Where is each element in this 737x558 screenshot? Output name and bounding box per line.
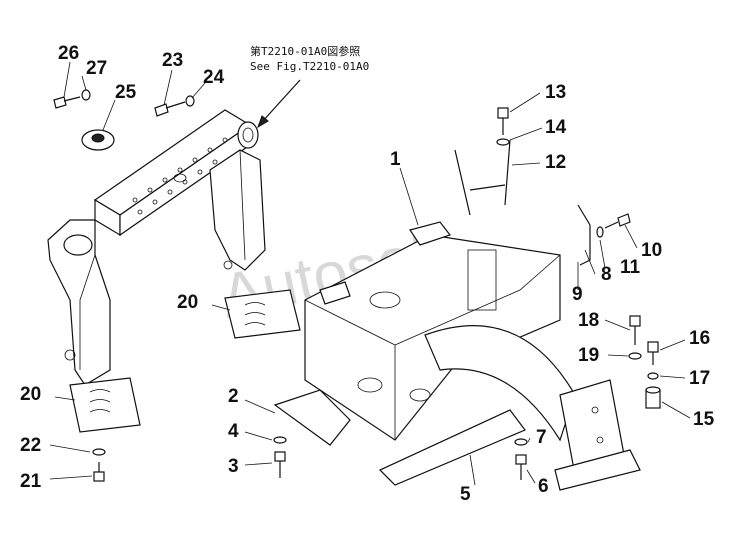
washer-22 <box>92 448 106 456</box>
callout-11: 11 <box>620 257 641 278</box>
beam-hole-pattern <box>132 137 228 215</box>
bolt-18 <box>629 315 641 345</box>
callout-25: 25 <box>115 82 137 103</box>
bolt-26 <box>53 96 81 109</box>
bolt-16 <box>647 341 659 365</box>
washer-7 <box>514 438 528 446</box>
washer-17 <box>647 372 659 380</box>
callout-16: 16 <box>689 328 710 349</box>
callout-26: 26 <box>58 43 79 64</box>
callout-27: 27 <box>86 58 107 79</box>
callout-19: 19 <box>578 345 599 366</box>
guard-12 <box>454 139 511 216</box>
shim-set-20-upper <box>224 289 301 339</box>
callout-15: 15 <box>693 409 715 430</box>
callout-24: 24 <box>203 67 225 88</box>
bolt-6 <box>515 454 527 480</box>
callout-10: 10 <box>641 240 662 261</box>
spacer-15 <box>645 386 661 409</box>
callout-8: 8 <box>601 264 612 285</box>
washer-11 <box>596 226 604 238</box>
callout-13: 13 <box>545 82 566 103</box>
washer-24 <box>185 95 195 107</box>
callout-20-upper: 20 <box>177 292 198 313</box>
bolt-21 <box>93 462 105 482</box>
shim-set-20-lower <box>69 377 141 433</box>
callout-12: 12 <box>545 152 566 173</box>
callout-23: 23 <box>162 50 183 71</box>
bolt-3 <box>274 451 286 478</box>
bracket-8 <box>577 204 591 266</box>
callout-18: 18 <box>578 310 599 331</box>
washer-19 <box>628 352 642 360</box>
bearing-25 <box>81 129 115 151</box>
callout-20-lower: 20 <box>20 384 41 405</box>
callout-14: 14 <box>545 117 567 138</box>
callout-7: 7 <box>536 427 547 448</box>
bolt-13 <box>497 107 509 135</box>
cover-5 <box>378 409 526 486</box>
callout-9: 9 <box>572 284 583 305</box>
reference-note-en: See Fig.T2210-01A0 <box>250 60 369 73</box>
washer-14 <box>496 138 510 146</box>
callout-5: 5 <box>460 484 471 505</box>
callout-17: 17 <box>689 368 710 389</box>
bolt-10 <box>604 213 631 229</box>
callout-21: 21 <box>20 471 42 492</box>
reference-note-jp: 第T2210-01A0図参照 <box>250 44 360 58</box>
reference-arrow <box>257 79 301 129</box>
front-frame-assembly <box>47 109 266 386</box>
leader-lines <box>49 61 691 486</box>
callout-3: 3 <box>228 456 239 477</box>
main-frame <box>304 221 641 491</box>
cover-2 <box>273 389 351 446</box>
callout-4: 4 <box>228 421 239 442</box>
callout-6: 6 <box>538 476 549 497</box>
washer-4 <box>273 436 287 444</box>
washer-27 <box>81 89 91 101</box>
callout-1: 1 <box>390 149 401 170</box>
callout-22: 22 <box>20 435 41 456</box>
bolt-23 <box>154 101 186 117</box>
callout-2: 2 <box>228 386 239 407</box>
